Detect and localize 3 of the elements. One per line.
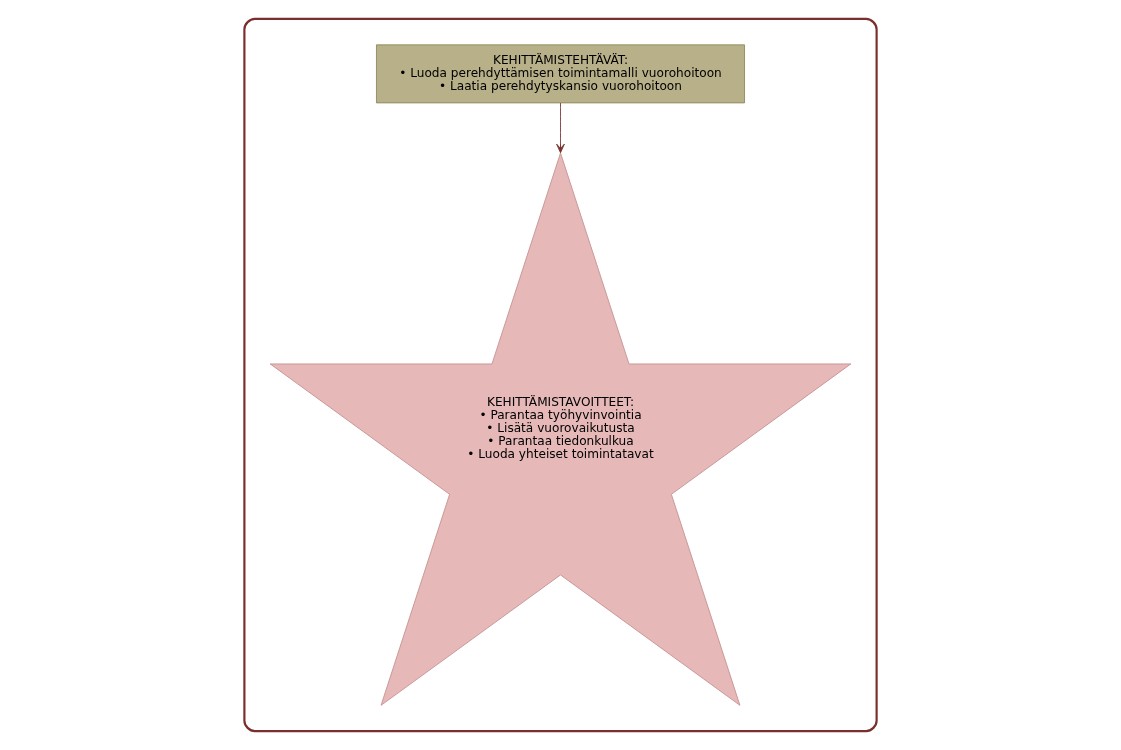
node-box: KEHITTÄMISTEHTÄVÄT: • Luoda perehdyttämisen toimintamalli vuorohoitoon • Laatia perehdytyskansio vuorohoitoon [376, 44, 745, 104]
arrow [556, 102, 565, 154]
cluster [243, 17, 878, 733]
